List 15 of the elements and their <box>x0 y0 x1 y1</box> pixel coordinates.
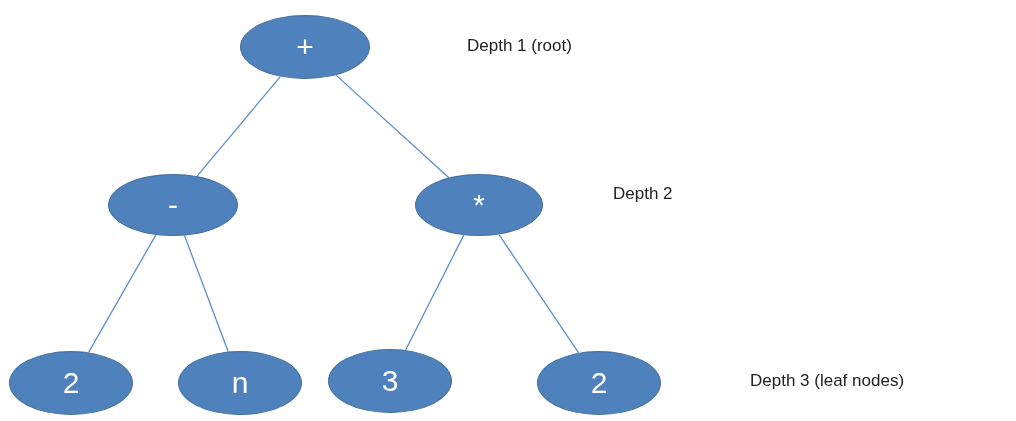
connector-line <box>335 74 450 179</box>
node-symbol: - <box>168 190 178 220</box>
node-symbol: 3 <box>381 366 399 396</box>
connector-line <box>183 234 229 353</box>
depth-label: Depth 1 (root) <box>467 35 572 57</box>
node-symbol: 2 <box>62 368 80 398</box>
node-symbol: * <box>473 190 485 220</box>
node-symbol: n <box>231 368 249 398</box>
depth-label: Depth 3 (leaf nodes) <box>750 370 905 392</box>
connector-line <box>196 75 281 177</box>
depth-label: Depth 2 <box>613 183 673 205</box>
node-symbol: 2 <box>590 368 608 398</box>
connector-line <box>87 234 157 353</box>
connector-line <box>405 234 465 351</box>
node-symbol: + <box>296 32 314 62</box>
